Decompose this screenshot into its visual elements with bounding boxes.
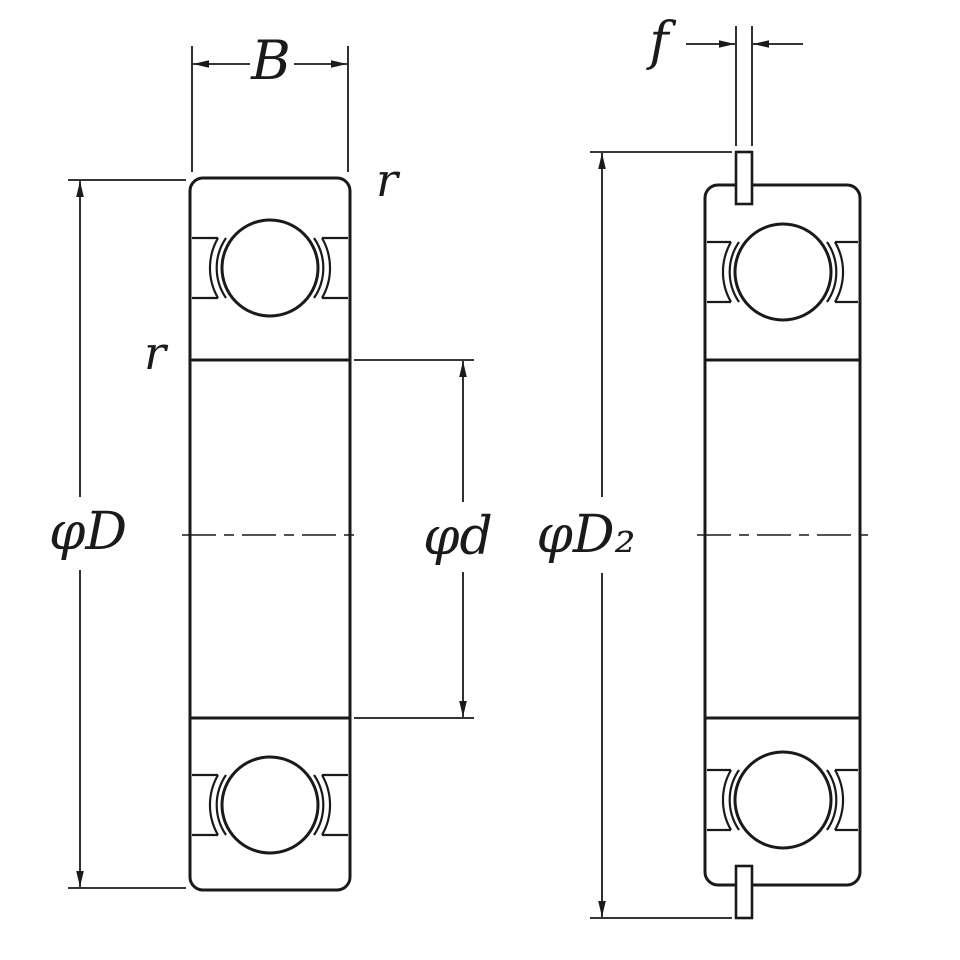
dim-label-corner-radius-outer: r [376, 153, 398, 207]
dim-label-bore-diameter: φd [423, 507, 493, 567]
dim-label-width-B: B [251, 29, 291, 92]
dimension-phid [354, 359, 474, 719]
snap-ring-lug-bottom [734, 864, 754, 920]
dimension-lines [68, 26, 803, 919]
dimension-B [191, 46, 349, 172]
outer-ring-outline [188, 176, 352, 892]
dim-label-snap-ring-diameter: φD₂ [536, 505, 636, 565]
ball-bottom [192, 755, 348, 855]
left-view-bearing-section [188, 176, 352, 892]
snap-ring-lug-top [734, 150, 754, 206]
dimension-phiD [68, 179, 186, 889]
ball-top [192, 218, 348, 318]
dim-label-snap-ring-width: f [649, 12, 669, 72]
dimension-f [686, 26, 803, 146]
ball-top-right [707, 222, 858, 322]
dimension-phiD2 [590, 151, 732, 919]
ball-bottom-right [707, 750, 858, 850]
dim-label-corner-radius-inner: r [144, 326, 166, 380]
dim-label-outer-diameter: φD [48, 502, 128, 562]
